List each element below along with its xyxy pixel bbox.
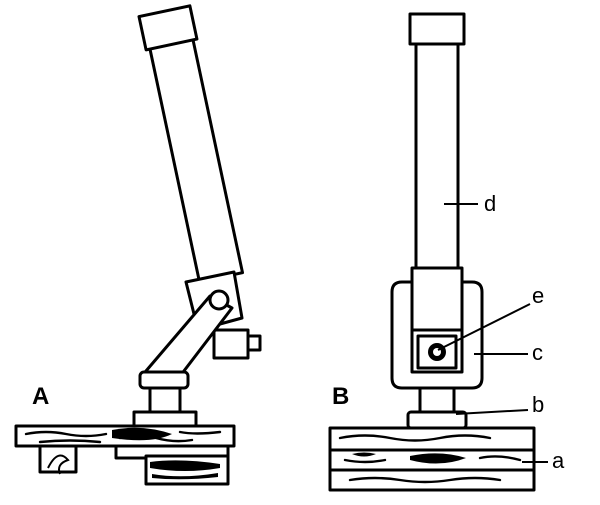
panel-b-column (418, 386, 456, 414)
panel-b-sleeve (410, 266, 464, 332)
panel-a-pivot (208, 289, 230, 311)
part-label-d: d (484, 191, 496, 216)
panel-b-label: B (332, 383, 349, 410)
part-label-e: e (532, 283, 544, 308)
panel-a-tube-cap-line (149, 38, 194, 51)
panel-a-board-knot (112, 427, 172, 441)
panel-a-foot (138, 370, 190, 390)
panel-b-board-bottom (328, 468, 536, 492)
panel-a-block (144, 454, 230, 486)
panel-a-side-clamp-screw (47, 454, 70, 475)
part-label-b: b (532, 392, 544, 417)
panel-a-knob (212, 328, 250, 360)
panel-a-label: A (32, 383, 49, 410)
panel-b-fork (390, 280, 484, 390)
panel-b-tube-cap (408, 12, 466, 46)
part-label-c: c (532, 340, 543, 365)
panel-a-tube-body (143, 16, 245, 284)
panel-a-flange (132, 410, 198, 428)
panel-a-block-grain (150, 460, 220, 480)
leader-b (455, 409, 529, 415)
panel-b-tube-body (414, 24, 460, 274)
panel-a-tube (137, 4, 245, 284)
leader-lines (437, 203, 548, 463)
panel-a-knob-tip (246, 334, 262, 352)
part-label-a: a (552, 448, 565, 473)
panel-a-drawing (14, 4, 262, 486)
leader-e (437, 303, 531, 351)
panel-a-side-clamp (38, 444, 78, 474)
panel-b-board-knots (352, 452, 466, 464)
panel-b-board-grain (338, 434, 522, 484)
panel-b-drawing (328, 12, 536, 492)
panel-a-column (148, 386, 182, 416)
